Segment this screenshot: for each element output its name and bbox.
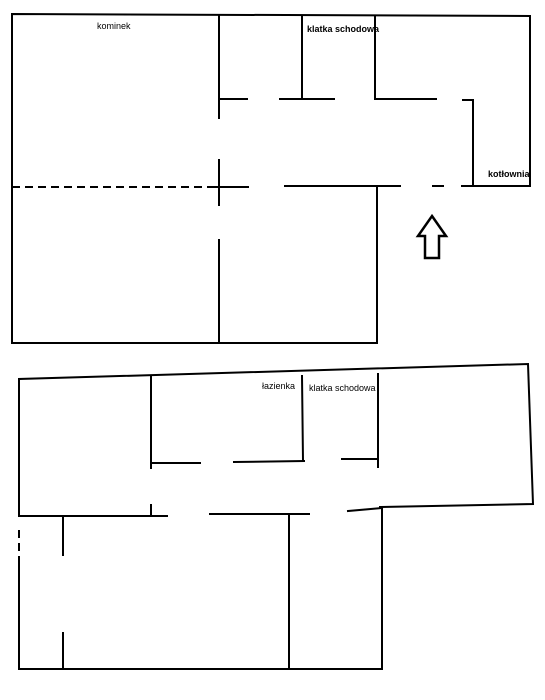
up-arrow-icon (415, 213, 449, 260)
corridor-wall-h (346, 506, 384, 513)
outer-wall-top (11, 12, 531, 344)
outer-wall-bottom-lower (18, 506, 383, 670)
outer-wall-bottom (18, 362, 535, 517)
bathroom-right-wall (300, 374, 305, 463)
room-label-lazienka: łazienka (262, 381, 295, 391)
boiler-room-wall (462, 99, 474, 187)
room-label-kominek: kominek (97, 21, 131, 31)
floor-plan-top: kominek klatka schodowa kotłownia (11, 12, 531, 344)
room-label-klatka-schodowa-2: klatka schodowa (309, 383, 376, 393)
bathroom-bottom-wall-b (232, 459, 306, 464)
room-label-kotlownia: kotłownia (488, 169, 530, 179)
floor-plan-bottom: łazienka klatka schodowa (18, 362, 535, 670)
room-label-klatka-schodowa: klatka schodowa (307, 24, 380, 34)
